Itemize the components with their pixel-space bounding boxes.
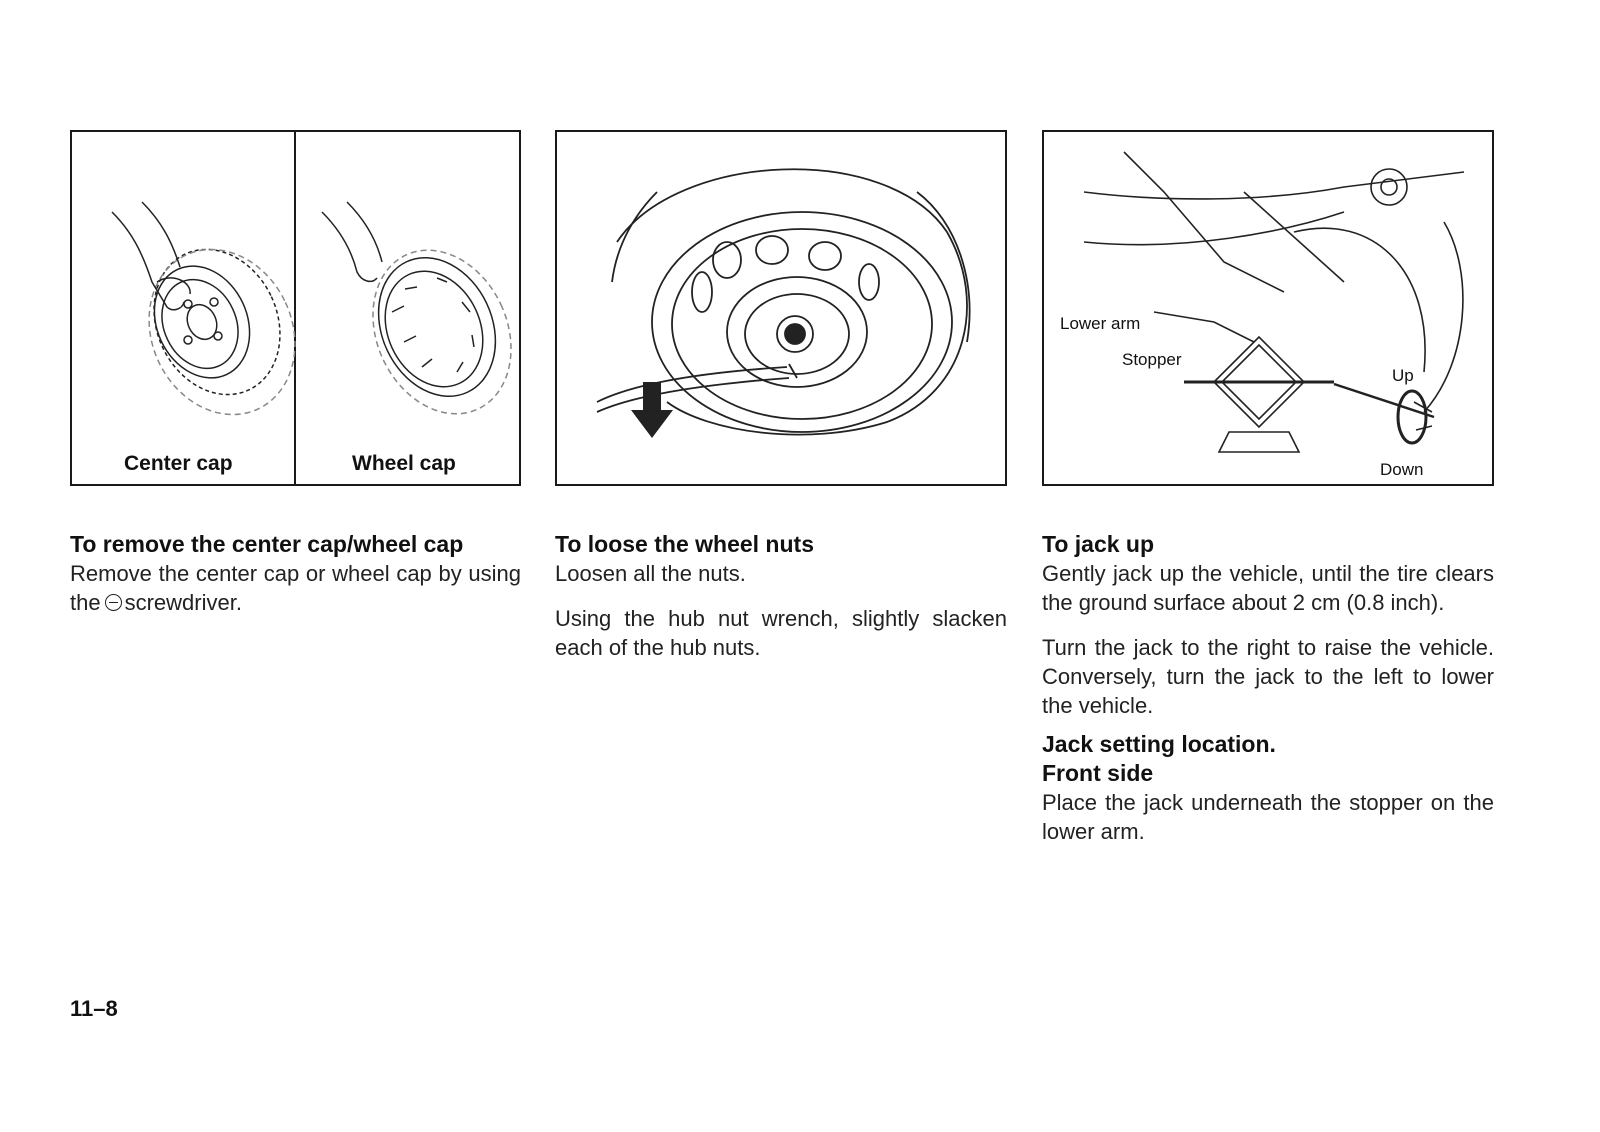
- page-number: 11–8: [70, 996, 118, 1021]
- section-jack-up-heading: To jack up: [1042, 531, 1155, 557]
- section-remove-cap: To remove the center cap/wheel cap Remov…: [70, 530, 521, 633]
- section-remove-cap-text: Remove the center cap or wheel cap by us…: [70, 561, 521, 615]
- figure-jack: Lower arm Stopper Up Down: [1042, 130, 1494, 486]
- figure-cap-removal: Center cap Wheel cap: [70, 130, 521, 486]
- section-loose-nuts-heading: To loose the wheel nuts: [555, 531, 814, 557]
- jack-setting-heading: Jack setting location.: [1042, 731, 1276, 757]
- section-jack-up-para1: Gently jack up the vehicle, until the ti…: [1042, 561, 1494, 615]
- section-jack-up: To jack up Gently jack up the vehicle, u…: [1042, 530, 1494, 862]
- section-loose-nuts-para1: Loosen all the nuts.: [555, 561, 746, 586]
- section-jack-up-para2: Turn the jack to the right to raise the …: [1042, 635, 1494, 718]
- section-loose-nuts: To loose the wheel nuts Loosen all the n…: [555, 530, 1007, 678]
- section-jack-up-para3: Place the jack underneath the stopper on…: [1042, 790, 1494, 844]
- section-remove-cap-heading: To remove the center cap/wheel cap: [70, 531, 464, 557]
- front-side-heading: Front side: [1042, 760, 1154, 786]
- minus-screwdriver-icon: [104, 594, 122, 611]
- stopper-label: Stopper: [1122, 350, 1182, 369]
- jack-illustration: [1083, 151, 1465, 453]
- down-label: Down: [1380, 460, 1424, 479]
- section-loose-nuts-para2: Using the hub nut wrench, slightly slack…: [555, 606, 1007, 660]
- cap-removal-illustration: [111, 132, 512, 484]
- lower-arm-label: Lower arm: [1060, 314, 1141, 333]
- figure-wheel-nuts: [555, 130, 1007, 486]
- wheel-nut-wrench-illustration: [596, 168, 971, 438]
- up-label: Up: [1392, 366, 1414, 385]
- center-cap-label: Center cap: [124, 452, 233, 475]
- wheel-cap-label: Wheel cap: [352, 452, 456, 475]
